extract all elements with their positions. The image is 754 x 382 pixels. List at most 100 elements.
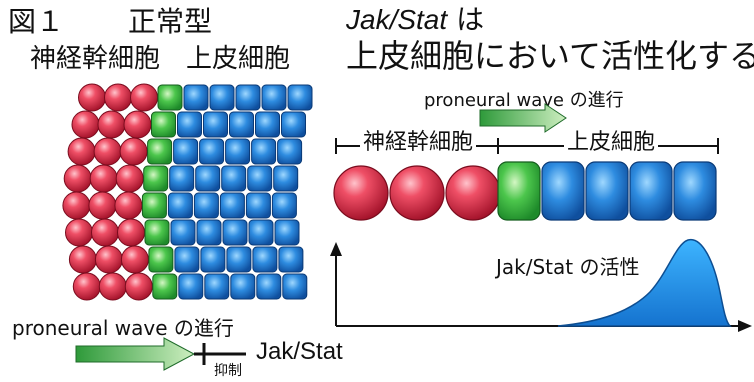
proneural-wave-arrow-bottom bbox=[75, 337, 196, 371]
normal-type-title: 正常型 bbox=[128, 5, 213, 38]
epithelial-cell bbox=[221, 165, 247, 192]
neural-stem-cell bbox=[88, 191, 117, 220]
epithelial-cell bbox=[245, 192, 271, 219]
epithelial-cell bbox=[204, 273, 230, 300]
wave-front-cell bbox=[143, 165, 169, 192]
inhibition-note: 抑制 bbox=[214, 363, 242, 379]
epithelial-cell bbox=[235, 84, 261, 111]
epithelial-cell bbox=[229, 111, 254, 138]
epithelial-cell bbox=[261, 84, 287, 111]
cell-row-diagram bbox=[333, 161, 717, 221]
epithelial-cell bbox=[219, 192, 245, 219]
neural-stem-cell bbox=[89, 164, 118, 193]
proneural-wave-label-bottom: proneural wave の進行 bbox=[12, 316, 234, 340]
neural-stem-cell bbox=[62, 191, 91, 220]
neural-stem-cell bbox=[94, 245, 123, 274]
neural-stem-cell bbox=[63, 164, 92, 193]
jak-stat-title-italic: Jak/Stat bbox=[346, 4, 448, 35]
epithelial-cell bbox=[170, 219, 196, 246]
neural-stem-cell bbox=[114, 191, 143, 220]
neural-stem-cell bbox=[123, 110, 152, 139]
neural-stem-cell bbox=[104, 83, 132, 112]
epithelial-cell bbox=[541, 161, 585, 221]
neural-stem-cell bbox=[333, 165, 389, 221]
epithelial-cell bbox=[177, 111, 202, 138]
neural-stem-cell bbox=[68, 245, 97, 274]
epithelial-cell bbox=[173, 138, 199, 165]
epithelial-cell bbox=[203, 111, 228, 138]
neural-stem-cell bbox=[78, 83, 106, 112]
epithelial-cell bbox=[230, 273, 256, 300]
epithelial-cell bbox=[226, 246, 252, 273]
epithelial-cell bbox=[629, 161, 673, 221]
epithelial-cell bbox=[273, 165, 299, 192]
epithelial-cells-label: 上皮細胞 bbox=[186, 44, 291, 74]
neural-stem-cell bbox=[119, 137, 148, 166]
normal-tissue-cells bbox=[62, 83, 313, 301]
proneural-wave-label-top: proneural wave の進行 bbox=[424, 90, 624, 111]
neural-stem-cell bbox=[65, 218, 93, 247]
wave-front-cell bbox=[497, 161, 541, 221]
wave-front-cell bbox=[152, 273, 178, 300]
wave-front-cell bbox=[157, 84, 183, 111]
wave-front-cell bbox=[141, 192, 167, 219]
epithelial-cell bbox=[256, 273, 282, 300]
neural-stem-cell bbox=[130, 83, 158, 112]
epithelial-cell bbox=[196, 219, 222, 246]
jak-stat-title-line1: Jak/Stat は bbox=[346, 6, 484, 34]
epithelial-cell bbox=[585, 161, 629, 221]
neural-stem-cell bbox=[120, 245, 149, 274]
proneural-wave-arrow-top bbox=[479, 103, 567, 133]
epithelial-cell bbox=[282, 273, 308, 300]
epithelial-cell bbox=[281, 111, 306, 138]
neural-stem-cell bbox=[97, 110, 126, 139]
neural-stem-cell bbox=[389, 165, 445, 221]
epithelial-cell bbox=[277, 138, 303, 165]
epithelial-cell bbox=[209, 84, 235, 111]
jak-stat-title-line2: 上皮細胞において活性化する bbox=[346, 37, 754, 75]
wave-front-cell bbox=[151, 111, 176, 138]
epithelial-cell bbox=[199, 138, 225, 165]
epithelial-cell bbox=[183, 84, 209, 111]
epithelial-cell bbox=[673, 161, 717, 221]
neural-stem-cells-label: 神経幹細胞 bbox=[30, 44, 161, 74]
jak-stat-activity-curve bbox=[557, 238, 732, 327]
jak-stat-title-particle: は bbox=[447, 3, 485, 36]
epithelial-cell bbox=[195, 165, 221, 192]
epithelial-cell bbox=[271, 192, 297, 219]
epithelial-cell bbox=[278, 246, 304, 273]
epithelial-cell bbox=[225, 138, 251, 165]
epithelial-cell bbox=[247, 165, 273, 192]
epithelial-cell bbox=[274, 219, 300, 246]
epithelial-cell bbox=[252, 246, 278, 273]
epithelial-cell bbox=[222, 219, 248, 246]
epithelial-cells-label-right: 上皮細胞 bbox=[564, 132, 659, 154]
neural-stem-cell bbox=[91, 218, 119, 247]
neural-stem-cell bbox=[67, 137, 96, 166]
neural-stem-cell bbox=[124, 272, 153, 301]
figure-label: 図１ bbox=[8, 5, 65, 38]
epithelial-cell bbox=[248, 219, 274, 246]
epithelial-cell bbox=[200, 246, 226, 273]
neural-stem-cell bbox=[93, 137, 122, 166]
wave-front-cell bbox=[144, 219, 170, 246]
neural-stem-cells-label-right: 神経幹細胞 bbox=[360, 132, 477, 154]
neural-stem-cell bbox=[117, 218, 145, 247]
neural-stem-cell bbox=[445, 165, 501, 221]
epithelial-cell bbox=[251, 138, 277, 165]
jak-stat-activity-label: Jak/Stat の活性 bbox=[494, 255, 642, 279]
epithelial-cell bbox=[174, 246, 200, 273]
wave-front-cell bbox=[147, 138, 173, 165]
wave-front-cell bbox=[148, 246, 174, 273]
epithelial-cell bbox=[169, 165, 195, 192]
epithelial-cell bbox=[178, 273, 204, 300]
neural-stem-cell bbox=[98, 272, 127, 301]
epithelial-cell bbox=[193, 192, 219, 219]
neural-stem-cell bbox=[115, 164, 144, 193]
epithelial-cell bbox=[255, 111, 280, 138]
epithelial-cell bbox=[167, 192, 193, 219]
inhibition-symbol bbox=[194, 343, 246, 365]
epithelial-cell bbox=[287, 84, 313, 111]
jak-stat-inhibition-target: Jak/Stat bbox=[256, 338, 343, 365]
